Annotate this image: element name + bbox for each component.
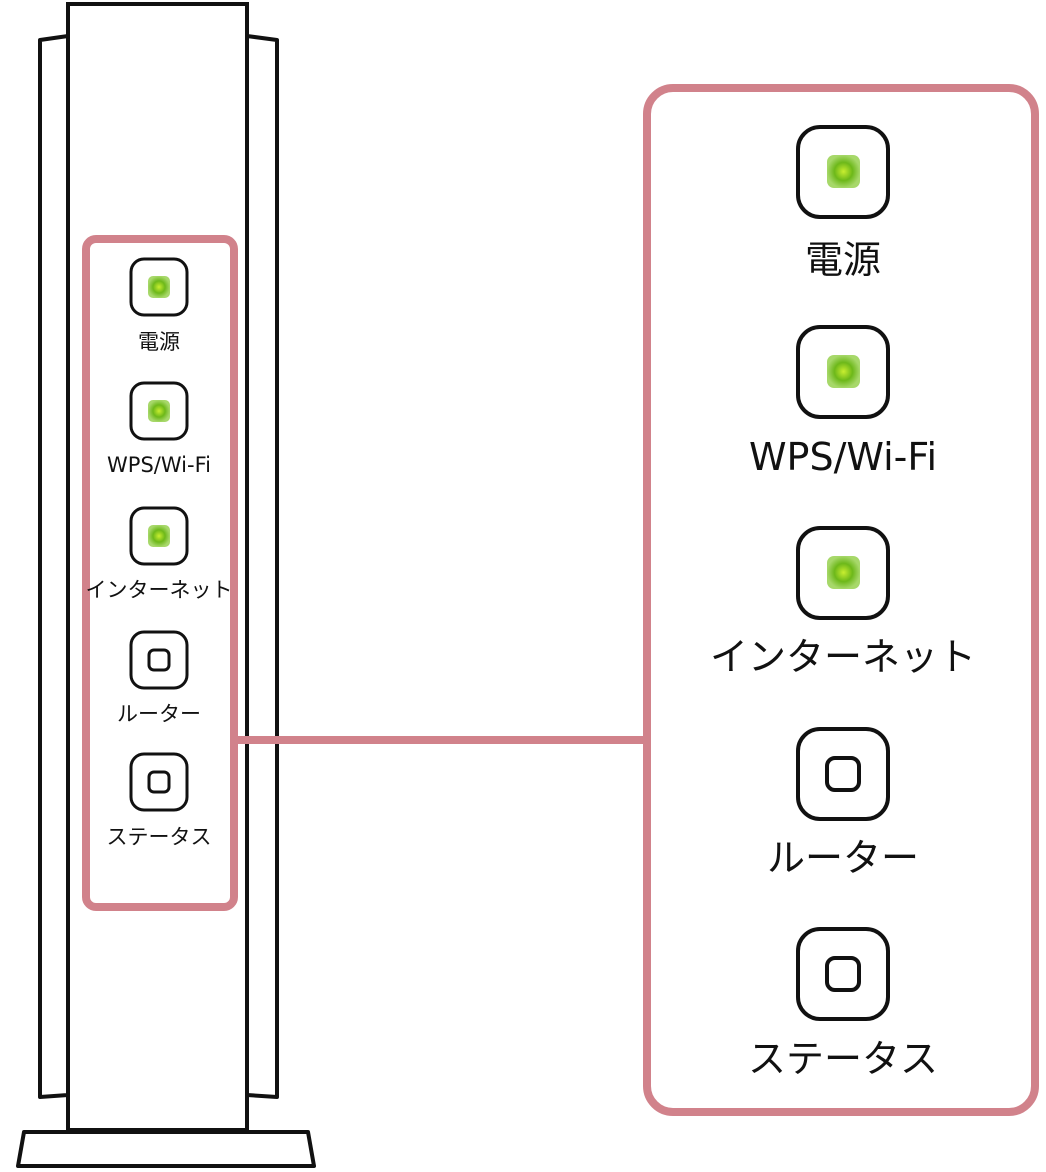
small-led-internet: インターネット bbox=[86, 506, 233, 602]
router-front-body bbox=[66, 2, 249, 1132]
led-off-icon bbox=[825, 756, 861, 792]
small-led-label: ルーター bbox=[117, 702, 201, 726]
led-on-icon bbox=[827, 556, 860, 589]
small-led-router: ルーター bbox=[117, 630, 201, 726]
router-left-panel bbox=[38, 34, 70, 1099]
led-off-icon bbox=[147, 770, 171, 794]
small-led-power: 電源 bbox=[129, 257, 189, 354]
small-led-label: WPS/Wi-Fi bbox=[107, 453, 211, 477]
large-led-power: 電源 bbox=[796, 125, 890, 282]
led-off-icon bbox=[825, 956, 861, 992]
led-on-icon bbox=[148, 276, 170, 298]
large-led-label: ルーター bbox=[767, 836, 919, 880]
large-led-wps-wifi: WPS/Wi-Fi bbox=[749, 325, 937, 479]
large-led-label: 電源 bbox=[805, 238, 881, 282]
led-off-icon bbox=[147, 648, 171, 672]
small-led-label: 電源 bbox=[138, 330, 180, 354]
small-led-wps-wifi: WPS/Wi-Fi bbox=[107, 381, 211, 477]
led-on-icon bbox=[827, 355, 860, 388]
large-led-label: WPS/Wi-Fi bbox=[749, 435, 937, 479]
large-led-list: 電源 WPS/Wi-Fi インターネット ルーター ステータス bbox=[710, 125, 976, 1081]
large-led-internet: インターネット bbox=[710, 526, 976, 679]
small-led-label: ステータス bbox=[107, 825, 212, 849]
led-on-icon bbox=[148, 525, 170, 547]
led-on-icon bbox=[827, 155, 860, 188]
large-led-label: ステータス bbox=[748, 1037, 938, 1081]
small-led-label: インターネット bbox=[86, 578, 233, 602]
small-led-status: ステータス bbox=[107, 752, 212, 849]
large-led-label: インターネット bbox=[710, 635, 976, 679]
router-base bbox=[16, 1130, 316, 1168]
router-right-panel bbox=[245, 34, 279, 1099]
led-on-icon bbox=[148, 400, 170, 422]
small-highlight-box bbox=[82, 235, 238, 911]
large-led-router: ルーター bbox=[767, 727, 919, 880]
large-led-status: ステータス bbox=[748, 927, 938, 1081]
small-led-list: 電源 WPS/Wi-Fi インターネット ルーター ステータス bbox=[86, 257, 233, 849]
